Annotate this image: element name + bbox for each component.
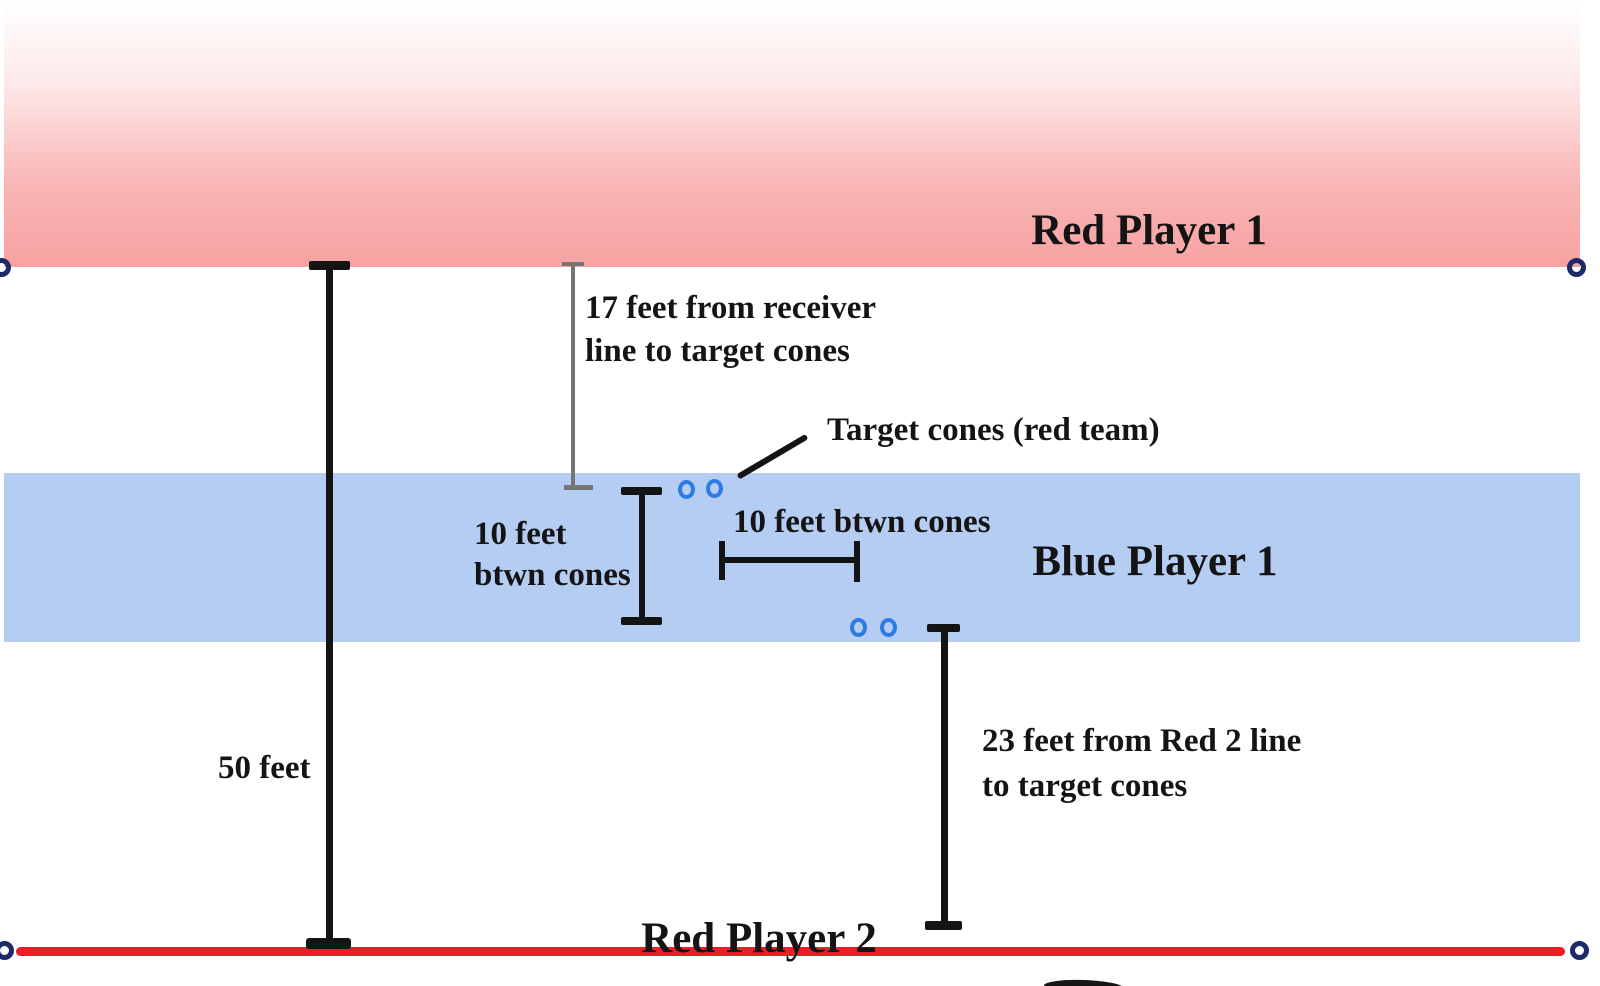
bottom-edge-partial-shape — [1043, 978, 1125, 986]
measure-10ft-vertical-label: 10 feet btwn cones — [474, 514, 631, 596]
measure-23ft-label-line1: 23 feet from Red 2 line — [982, 723, 1302, 759]
blue-player-1-label: Blue Player 1 — [1032, 538, 1278, 585]
measure-17ft-bottom-cap — [564, 485, 593, 490]
target-cone-icon — [678, 480, 695, 499]
measure-50ft-top-cap — [309, 261, 350, 270]
measure-50ft-bottom-cap — [306, 938, 351, 949]
measure-17ft-label-line2: line to target cones — [585, 333, 850, 369]
boundary-marker-icon — [1567, 258, 1586, 277]
target-cone-icon — [706, 479, 723, 498]
measure-10ft-vertical-top-cap — [621, 487, 662, 495]
target-cone-icon — [880, 618, 897, 637]
measure-10ft-vertical-label-line2: btwn cones — [474, 557, 631, 593]
measure-10ft-horizontal-label: 10 feet btwn cones — [733, 504, 991, 540]
measure-10ft-horizontal-left-cap — [719, 541, 725, 580]
red-player-1-label: Red Player 1 — [1031, 207, 1267, 254]
measure-23ft-top-cap — [927, 624, 960, 632]
measure-10ft-horizontal-right-cap — [854, 541, 860, 582]
boundary-marker-icon — [0, 941, 14, 960]
measure-17ft-label-line1: 17 feet from receiver — [585, 290, 877, 326]
measure-10ft-vertical-line — [639, 490, 645, 621]
measure-23ft-label: 23 feet from Red 2 line to target cones — [982, 719, 1301, 809]
target-cones-callout-label: Target cones (red team) — [827, 412, 1160, 448]
measure-23ft-bottom-cap — [925, 921, 962, 930]
measure-50ft-line — [326, 265, 333, 947]
measure-50ft-label: 50 feet — [218, 750, 311, 786]
measure-10ft-vertical-label-line1: 10 feet — [474, 516, 567, 552]
measure-17ft-line — [571, 264, 575, 490]
measure-23ft-label-line2: to target cones — [982, 768, 1188, 804]
boundary-marker-icon — [0, 258, 11, 277]
measure-23ft-line — [941, 628, 948, 928]
measure-10ft-vertical-bottom-cap — [621, 617, 662, 625]
red-player-2-line — [16, 947, 1565, 956]
boundary-marker-icon — [1570, 941, 1589, 960]
measure-17ft-label: 17 feet from receiver line to target con… — [585, 287, 876, 373]
measure-17ft-top-cap — [562, 262, 584, 266]
red-player-2-label: Red Player 2 — [641, 915, 877, 962]
target-cone-icon — [850, 618, 867, 637]
red-player-1-zone — [4, 0, 1580, 267]
measure-10ft-horizontal-line — [722, 557, 858, 563]
